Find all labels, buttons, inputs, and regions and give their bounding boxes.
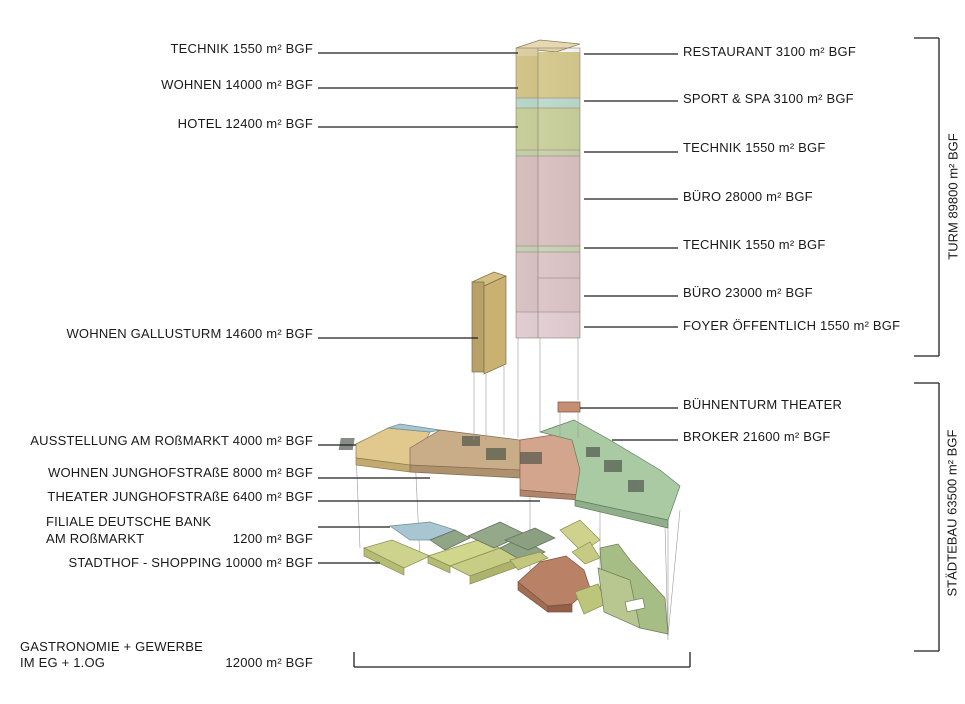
bracket-label-turm: TURM 89800 m² BGF [945,133,961,260]
label-foyer: FOYER ÖFFENTLICH 1550 m² BGF [683,318,901,333]
label-technik-1: TECHNIK 1550 m² BGF [683,140,826,155]
leader-lines [318,37,940,668]
label-gastro-line1: GASTRONOMIE + GEWERBE [20,639,203,654]
label-wohnen-junghof: WOHNEN JUNGHOFSTRAßE 8000 m² BGF [48,465,313,480]
label-buero-28000: BÜRO 28000 m² BGF [683,189,813,204]
bracket-label-staedtebau: STÄDTEBAU 63500 m² BGF [944,429,960,597]
label-buero-23000: BÜRO 23000 m² BGF [683,285,813,300]
urban-block [338,401,681,529]
buehnenturm-block [557,401,581,413]
label-buehnenturm: BÜHNENTURM THEATER [683,397,843,412]
label-filiale-line2: AM ROßMARKT [46,531,145,546]
gallusturm [471,271,507,440]
label-sport-spa: SPORT & SPA 3100 m² BGF [683,91,854,106]
label-technik-2: TECHNIK 1550 m² BGF [683,237,826,252]
label-technik-top: TECHNIK 1550 m² BGF [170,41,313,56]
label-broker: BROKER 21600 m² BGF [683,429,831,444]
main-tower [515,39,581,438]
ground-floor-blocks [355,451,681,641]
label-stadthof: STADTHOF - SHOPPING 10000 m² BGF [68,555,313,570]
label-filiale-line1: FILIALE DEUTSCHE BANK [46,514,212,529]
label-theater-junghof: THEATER JUNGHOFSTRAßE 6400 m² BGF [47,489,313,504]
label-gastro-line2: IM EG + 1.OG [20,655,106,670]
label-wohnen: WOHNEN 14000 m² BGF [161,77,313,92]
label-gastro-area: 12000 m² BGF [225,655,313,670]
label-wohnen-gallusturm: WOHNEN GALLUSTURM 14600 m² BGF [66,326,313,341]
label-restaurant: RESTAURANT 3100 m² BGF [683,44,856,59]
label-hotel: HOTEL 12400 m² BGF [177,116,313,131]
label-filiale-area: 1200 m² BGF [232,531,313,546]
label-ausstellung: AUSSTELLUNG AM ROßMARKT 4000 m² BGF [30,433,313,448]
